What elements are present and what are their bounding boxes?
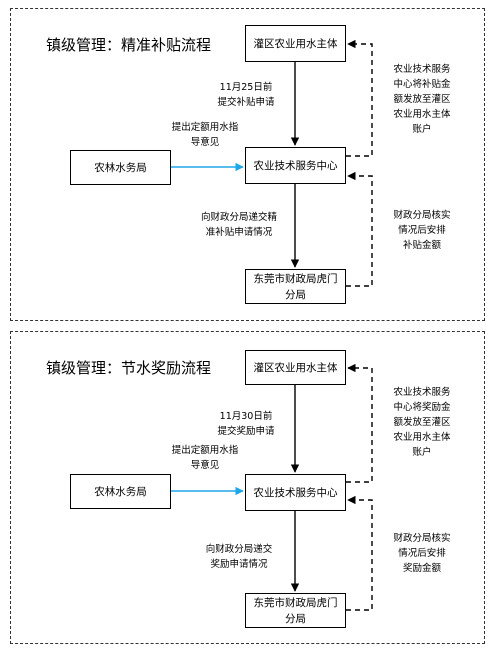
node-finance-branch-reward: 东莞市财政局虎门分局 [245, 593, 346, 628]
label-apply-subsidy: 11月25日前 提交补贴申请 [217, 82, 275, 108]
node-water-user-reward: 灌区农业用水主体 [245, 350, 346, 385]
label-opinion-subsidy: 提出定额用水指 导意见 [171, 122, 239, 148]
label-submit-reward: 向财政分局递交 奖励申请情况 [205, 544, 273, 570]
label-grant-reward: 农业技术服务 中心将奖励金 额发放至灌区 农业用水主体 账户 [393, 387, 451, 458]
label-submit-subsidy: 向财政分局递交精 准补贴申请情况 [200, 212, 277, 238]
arrow-grant-subsidy [346, 39, 373, 157]
flow-panel-subsidy [10, 8, 485, 321]
label-verify-reward: 财政分局核实 情况后安排 奖励金额 [393, 533, 451, 574]
flow-panel-reward [10, 331, 485, 644]
node-forestry-water-bureau-subsidy: 农林水务局 [70, 150, 171, 185]
arrow-verify-subsidy [346, 171, 373, 287]
node-agri-service-center-subsidy: 农业技术服务中心 [245, 147, 346, 184]
node-finance-branch-subsidy: 东莞市财政局虎门分局 [245, 269, 346, 304]
label-opinion-reward: 提出定额用水指 导意见 [171, 445, 239, 471]
panel-title-reward: 镇级管理：节水奖励流程 [46, 359, 212, 377]
arrow-grant-reward [346, 363, 373, 483]
panel-title-subsidy: 镇级管理：精准补贴流程 [46, 36, 212, 54]
label-grant-subsidy: 农业技术服务 中心将补贴金 额发放至灌区 农业用水主体 账户 [393, 64, 451, 135]
label-apply-reward: 11月30日前 提交奖励申请 [217, 411, 275, 437]
node-water-user-subsidy: 灌区农业用水主体 [245, 25, 346, 62]
arrow-verify-reward [346, 495, 373, 611]
label-verify-subsidy: 财政分局核实 情况后安排 补贴金额 [393, 210, 451, 251]
node-agri-service-center-reward: 农业技术服务中心 [245, 474, 346, 511]
node-forestry-water-bureau-reward: 农林水务局 [70, 474, 171, 509]
